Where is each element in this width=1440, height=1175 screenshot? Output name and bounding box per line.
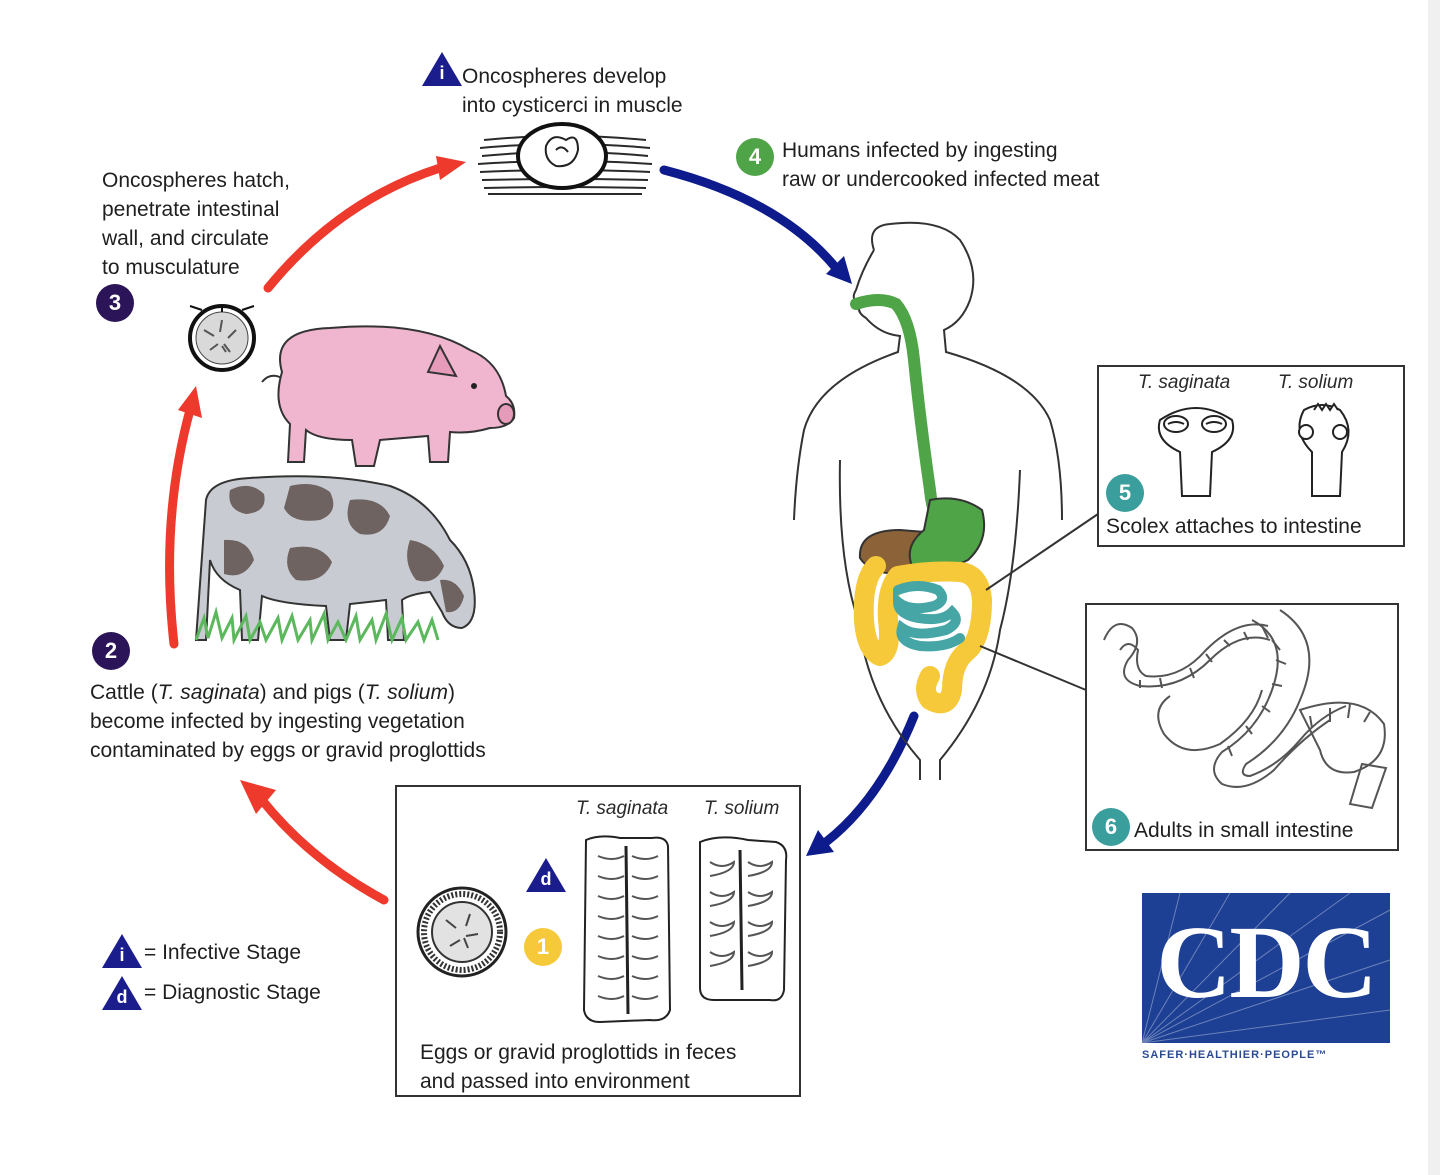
cdc-logo: CDC SAFER·HEALTHIER·PEOPLE™ [1142, 893, 1390, 1061]
legend-diagnostic-icon: d [102, 976, 142, 1010]
stage-1-label: Eggs or gravid proglottids in feces and … [420, 1038, 736, 1096]
scolex-species-saginata: T. saginata [1138, 372, 1231, 393]
stage-3-label: Oncospheres hatch, penetrate intestinal … [102, 166, 290, 282]
legend-infective-icon: i [102, 934, 142, 968]
oncosphere-icon [188, 304, 256, 372]
stage-6-label: Adults in small intestine [1134, 819, 1354, 842]
adults-box [979, 603, 1399, 851]
egg-icon [416, 886, 508, 978]
scolex-saginata-icon [1158, 407, 1234, 497]
stage-4-label: Humans infected by ingesting raw or unde… [782, 136, 1100, 194]
stage-1-label-line-1: Eggs or gravid proglottids in feces [420, 1041, 737, 1064]
proglottid-species-saginata: T. saginata [576, 798, 669, 819]
stage-2-label-line-2: become infected by ingesting vegetation [90, 710, 465, 733]
scolex-solium-icon [1298, 402, 1350, 497]
stage-3-label-line-1: Oncospheres hatch, [102, 169, 290, 192]
cyst-label-line-1: Oncospheres develop [462, 65, 667, 88]
red-arrow-1-to-2 [240, 780, 389, 905]
stage-3-label-line-4: to musculature [102, 256, 240, 279]
cyst-label: Oncospheres develop into cysticerci in m… [462, 62, 683, 120]
legend-diagnostic-label: = Diagnostic Stage [144, 981, 321, 1004]
stage-5-badge: 5 [1106, 474, 1144, 512]
blue-arrow-human-to-feces [806, 711, 919, 856]
infective-stage-marker: i [422, 52, 462, 86]
stage-3-label-line-2: penetrate intestinal [102, 198, 280, 221]
stage-3-badge: 3 [96, 284, 134, 322]
stage-2-label-line-1: Cattle (T. saginata) and pigs (T. solium… [90, 681, 455, 704]
stage-6-badge: 6 [1092, 808, 1130, 846]
scolex-box [985, 365, 1405, 591]
diagnostic-stage-marker: d [526, 858, 566, 892]
grass-icon [194, 606, 440, 646]
cyst-label-line-2: into cysticerci in muscle [462, 94, 683, 117]
stage-5-label: Scolex attaches to intestine [1106, 515, 1362, 538]
red-arrow-2-to-3 [165, 386, 202, 649]
adult-tapeworm-icon [1103, 609, 1388, 810]
cdc-logo-tagline: SAFER·HEALTHIER·PEOPLE™ [1142, 1049, 1328, 1061]
digestive-tract-icon [850, 294, 992, 714]
cdc-logo-graphic [1141, 892, 1391, 1044]
page-edge [1428, 0, 1440, 1175]
scolex-species-solium: T. solium [1278, 372, 1354, 393]
legend-infective-label: = Infective Stage [144, 941, 302, 964]
stage-1-badge: 1 [524, 928, 562, 966]
stage-1-label-line-2: and passed into environment [420, 1070, 690, 1093]
eggs-box [395, 785, 801, 1097]
stage-4-label-line-2: raw or undercooked infected meat [782, 168, 1100, 191]
proglottid-saginata-icon [582, 835, 672, 1024]
stage-4-badge: 4 [736, 138, 774, 176]
stage-3-label-line-3: wall, and circulate [102, 227, 269, 250]
pig-icon [261, 325, 516, 467]
stage-2-label-line-3: contaminated by eggs or gravid proglotti… [90, 739, 486, 762]
stage-2-badge: 2 [92, 632, 130, 670]
cdc-logo-word: CDC [1156, 905, 1377, 1020]
stage-2-label: Cattle (T. saginata) and pigs (T. solium… [90, 678, 486, 765]
proglottid-solium-icon [699, 836, 788, 1002]
muscle-cysticercus-icon [477, 122, 653, 196]
proglottid-species-solium: T. solium [704, 798, 780, 819]
red-arrow-3-to-muscle [263, 156, 466, 293]
stage-4-label-line-1: Humans infected by ingesting [782, 139, 1058, 162]
cow-icon [194, 475, 476, 641]
blue-arrow-muscle-to-human [659, 165, 852, 284]
